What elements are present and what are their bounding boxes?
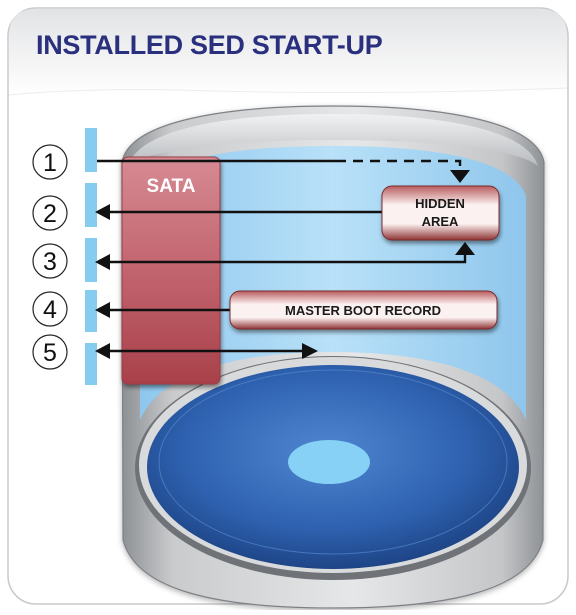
hidden-area-box: HIDDEN AREA — [381, 185, 500, 241]
step-number: 2 — [43, 200, 57, 228]
arrow-step-4 — [95, 302, 232, 318]
hidden-area-label-line2: AREA — [422, 214, 459, 229]
page-title: INSTALLED SED START-UP — [36, 30, 383, 60]
mbr-label: MASTER BOOT RECORD — [285, 303, 441, 318]
sata-bus: SATA — [121, 156, 221, 385]
arrow-step-2 — [95, 204, 386, 220]
step-markers: 1 2 3 4 5 — [32, 144, 68, 370]
arrow-step-5 — [95, 343, 318, 359]
step-marker: 4 — [32, 291, 68, 327]
drive-rim — [128, 114, 538, 166]
hidden-area-label-line1: HIDDEN — [415, 196, 465, 211]
step-number: 3 — [43, 248, 57, 276]
step-marker: 3 — [32, 243, 68, 279]
disk-platter — [135, 356, 531, 580]
arrow-step-1 — [97, 159, 470, 183]
indicator-bars — [85, 128, 97, 385]
disk-spindle — [288, 440, 370, 484]
arrow-step-3 — [95, 242, 475, 270]
step-marker: 2 — [32, 195, 68, 231]
indicator-bar — [85, 183, 97, 227]
flow-arrows — [95, 159, 475, 359]
step-number: 1 — [43, 149, 57, 177]
indicator-bar — [85, 290, 97, 332]
indicator-bar — [85, 128, 97, 172]
indicator-bar — [85, 343, 97, 385]
step-marker: 5 — [32, 334, 68, 370]
sata-label: SATA — [147, 176, 196, 197]
master-boot-record-box: MASTER BOOT RECORD — [229, 290, 498, 330]
step-number: 5 — [43, 339, 57, 367]
step-number: 4 — [43, 296, 57, 324]
indicator-bar — [85, 238, 97, 282]
step-marker: 1 — [32, 144, 68, 180]
